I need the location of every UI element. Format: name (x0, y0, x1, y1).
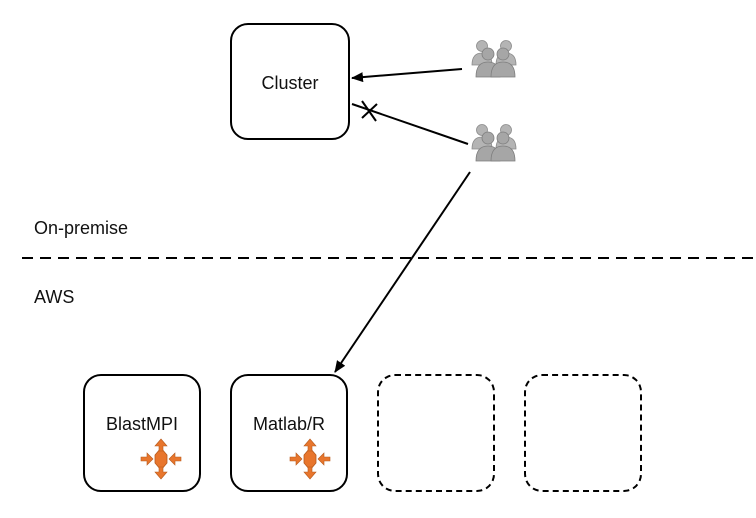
on-premise-label: On-premise (34, 218, 129, 238)
empty-slot-node (524, 374, 642, 492)
edge-users-to-matlab (334, 171, 471, 373)
user-group-icon (471, 124, 517, 162)
blastmpi-node: BlastMPI (83, 374, 201, 492)
cluster-label: Cluster (261, 73, 319, 93)
blastmpi-label: BlastMPI (105, 414, 179, 434)
aws-auto-scaling-icon (140, 438, 182, 480)
matlab-r-label: Matlab/R (252, 414, 326, 434)
cluster-node: Cluster (230, 23, 350, 140)
matlab-r-node: Matlab/R (230, 374, 348, 492)
aws-auto-scaling-icon (289, 438, 331, 480)
user-group-icon (471, 40, 517, 78)
edge-blocked-users-to-cluster (351, 100, 469, 145)
aws-label: AWS (34, 287, 75, 307)
edge-users-to-cluster (351, 68, 463, 83)
empty-slot-node (377, 374, 495, 492)
